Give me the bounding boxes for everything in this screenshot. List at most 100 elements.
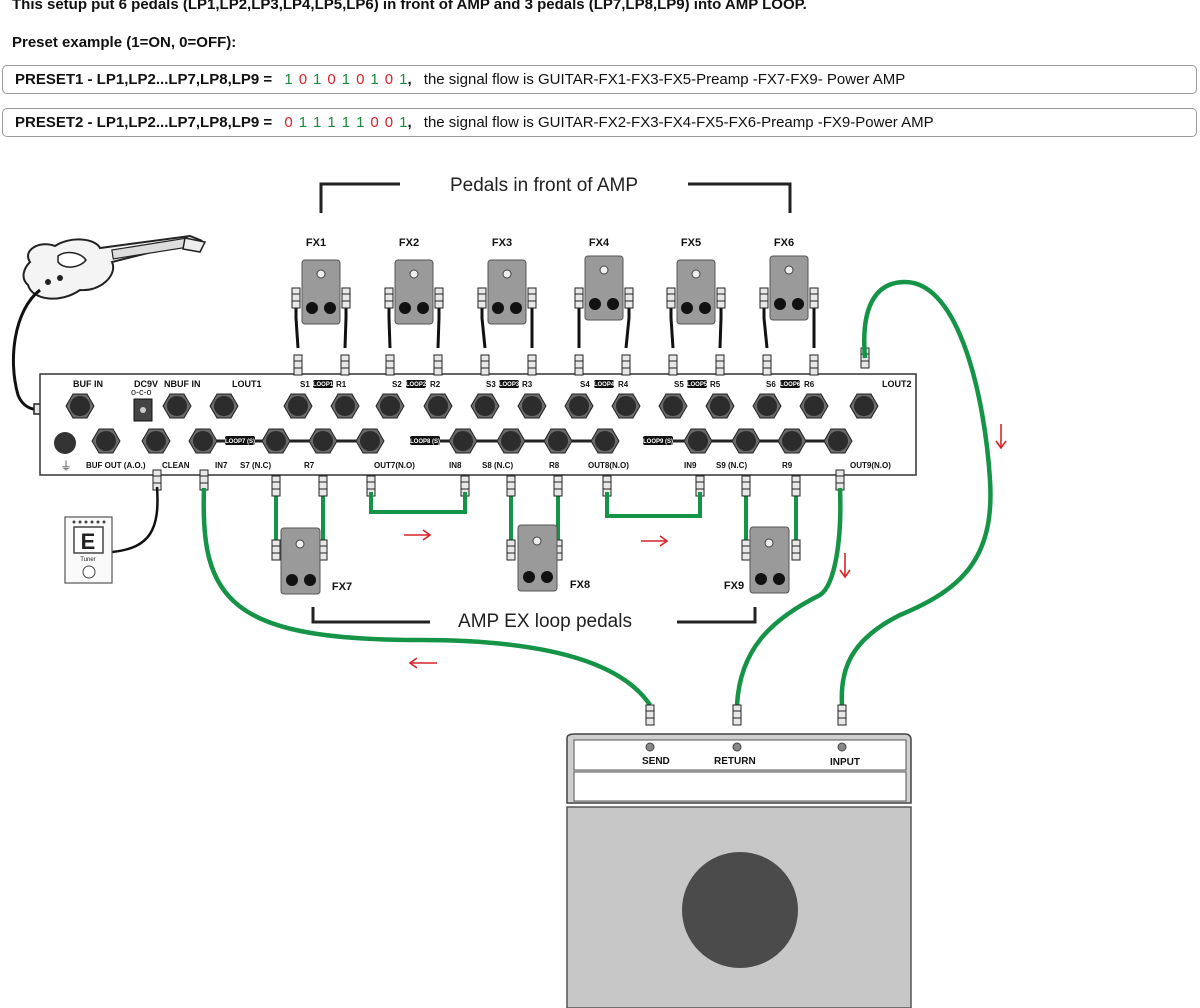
label-buf-out: BUF OUT (A.O.) — [86, 461, 146, 470]
jack — [564, 393, 594, 419]
plug — [837, 704, 847, 726]
plug — [645, 704, 655, 726]
plug — [553, 475, 563, 497]
jack — [209, 393, 239, 419]
label-out8: OUT8(N.O) — [588, 461, 629, 470]
preset2-bit: 1 — [341, 114, 351, 131]
pedal-label: FX7 — [332, 581, 352, 593]
plug — [199, 469, 209, 491]
preset1-bit: 0 — [356, 71, 365, 88]
loop4-s-label: S4 — [580, 380, 590, 389]
jack — [731, 428, 761, 454]
jumper-out7-in8 — [369, 492, 467, 514]
loop3-tag: LOOP3 — [499, 382, 520, 388]
tuner-digit: E — [81, 529, 96, 554]
plug — [340, 354, 350, 376]
plug — [668, 354, 678, 376]
plug — [732, 704, 742, 726]
jack — [375, 393, 405, 419]
jack — [283, 393, 313, 419]
jack — [355, 428, 385, 454]
loop2-r-label: R2 — [430, 380, 441, 389]
pedal-label: FX3 — [492, 237, 512, 249]
label-s7: S7 (N.C) — [240, 461, 271, 470]
arrow-left-icon — [408, 657, 437, 669]
plug — [271, 475, 281, 497]
preset2-bit: 1 — [327, 114, 336, 131]
label-in7: IN7 — [215, 461, 228, 470]
plug — [809, 354, 819, 376]
pedal-label: FX1 — [306, 237, 326, 249]
arrow-down-icon — [839, 553, 851, 579]
preset1-bit: 1 — [399, 71, 408, 88]
preset2-bit: 1 — [356, 114, 365, 131]
pedal-fx7: FX7 — [271, 475, 352, 595]
amp-input-label: INPUT — [830, 757, 860, 768]
jack — [590, 428, 620, 454]
plug — [624, 287, 634, 309]
jack — [752, 393, 782, 419]
amp-jack — [837, 742, 847, 752]
plug — [762, 354, 772, 376]
pedal-fx2: FX2 — [384, 237, 444, 376]
jack — [705, 393, 735, 419]
pedal-label: FX4 — [589, 237, 610, 249]
pedal-label: FX6 — [774, 237, 794, 249]
loop4-tag: LOOP4 — [594, 382, 615, 388]
plug — [433, 354, 443, 376]
amp-send-label: SEND — [642, 756, 670, 767]
jack — [162, 393, 192, 419]
arrow-right-icon — [641, 535, 669, 547]
label-s8: S8 (N.C) — [482, 461, 513, 470]
pedal-fx4: FX4 — [574, 237, 634, 376]
plug — [741, 475, 751, 497]
preset1-bit: 1 — [313, 71, 322, 88]
cable-lout2-to-input — [839, 279, 993, 706]
label-out7: OUT7(N.O) — [374, 461, 415, 470]
pedal-label: FX2 — [399, 237, 419, 249]
label-r9: R9 — [782, 461, 793, 470]
jack — [91, 428, 121, 454]
loop2-s-label: S2 — [392, 380, 402, 389]
amp-plugs — [645, 704, 847, 752]
guitar-icon — [22, 234, 207, 300]
loop3-s-label: S3 — [486, 380, 496, 389]
label-clean: CLEAN — [162, 461, 190, 470]
dc-jack-hole — [140, 407, 146, 413]
plug — [384, 287, 394, 309]
loop-jumpers — [369, 492, 702, 518]
loop-bracket — [311, 607, 757, 624]
signal-arrows — [404, 424, 1007, 669]
loop5-r-label: R5 — [710, 380, 721, 389]
plug — [291, 287, 301, 309]
jack — [448, 428, 478, 454]
plug — [271, 539, 281, 561]
plug — [506, 539, 516, 561]
jack — [188, 428, 218, 454]
plug — [574, 354, 584, 376]
jack — [823, 428, 853, 454]
headline: This setup put 6 pedals (LP1,LP2,LP3,LP4… — [12, 0, 807, 13]
preset1-bit: 0 — [327, 71, 336, 88]
label-in9: IN9 — [684, 461, 697, 470]
loop3-r-label: R3 — [522, 380, 533, 389]
loop8-tag: LOOP8 (S) — [410, 439, 440, 445]
preset1-flow: the signal flow is GUITAR-FX1-FX3-FX5-Pr… — [423, 71, 906, 88]
loop1-r-label: R1 — [336, 380, 347, 389]
plug — [621, 354, 631, 376]
loop6-s-label: S6 — [766, 380, 776, 389]
plug — [666, 287, 676, 309]
plug — [318, 475, 328, 497]
loop6-r-label: R6 — [804, 380, 815, 389]
loop2-tag: LOOP2 — [406, 382, 427, 388]
jack — [517, 393, 547, 419]
jack — [543, 428, 573, 454]
loop5-tag: LOOP5 — [687, 382, 708, 388]
jack — [65, 393, 95, 419]
amp-jack — [732, 742, 742, 752]
